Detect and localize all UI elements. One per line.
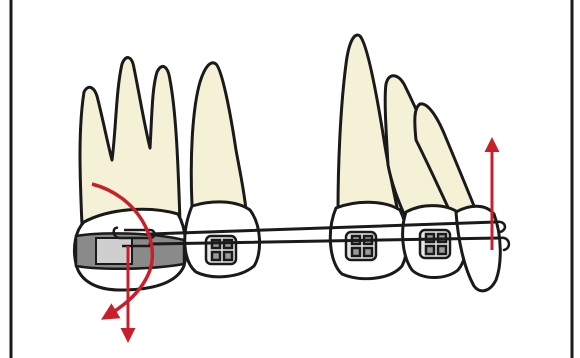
canine-bracket (346, 232, 376, 260)
central-incisor-crown (456, 206, 500, 291)
teeth-roots (80, 35, 474, 228)
premolar-bracket (206, 236, 236, 264)
premolar-root (191, 63, 246, 213)
lateral-incisor-bracket (420, 230, 450, 258)
